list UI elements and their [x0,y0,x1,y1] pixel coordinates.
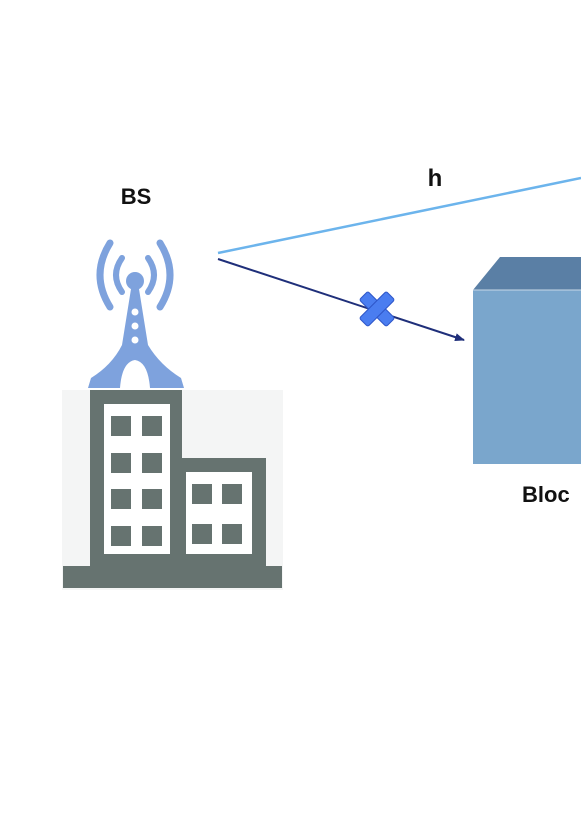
bs-label: BS [121,184,152,209]
channel-label: h [428,165,443,192]
blocker-label: Bloc [522,482,570,507]
los-link [217,176,581,255]
antenna-tower-icon [88,239,184,388]
blocked-link [217,258,465,341]
cube-icon [473,257,581,464]
building-icon [62,390,283,590]
x-mark-icon [359,291,395,327]
